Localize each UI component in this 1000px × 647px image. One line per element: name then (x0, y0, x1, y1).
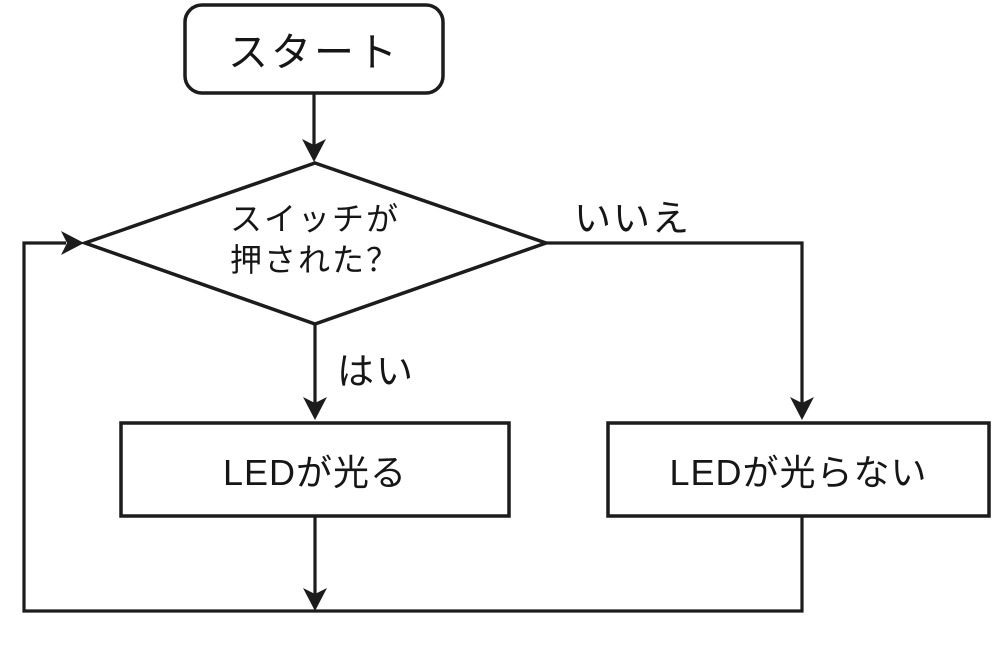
led-on-node-label: LEDが光る (222, 451, 408, 493)
start-to-decision-arrowhead (302, 139, 326, 162)
loopback-arrowhead (61, 231, 84, 255)
no-arrowhead (790, 397, 814, 420)
decision-label-line1: スイッチが (229, 201, 400, 237)
start-node-label: スタート (228, 31, 400, 75)
led-off-node-shape (606, 421, 991, 518)
merge-arrowhead (303, 588, 327, 611)
led-on-node-shape (119, 421, 511, 518)
loopback-connector (22, 241, 804, 613)
yes-arrowhead (303, 397, 327, 420)
decision-node-label: スイッチが 押された？ (115, 199, 515, 289)
decision-label-line2: 押された？ (229, 242, 400, 278)
no-edge-label: いいえ (574, 198, 691, 239)
no-connector (546, 241, 804, 404)
led-off-node-label: LEDが光らない (669, 451, 928, 493)
yes-edge-label: はい (337, 351, 415, 392)
